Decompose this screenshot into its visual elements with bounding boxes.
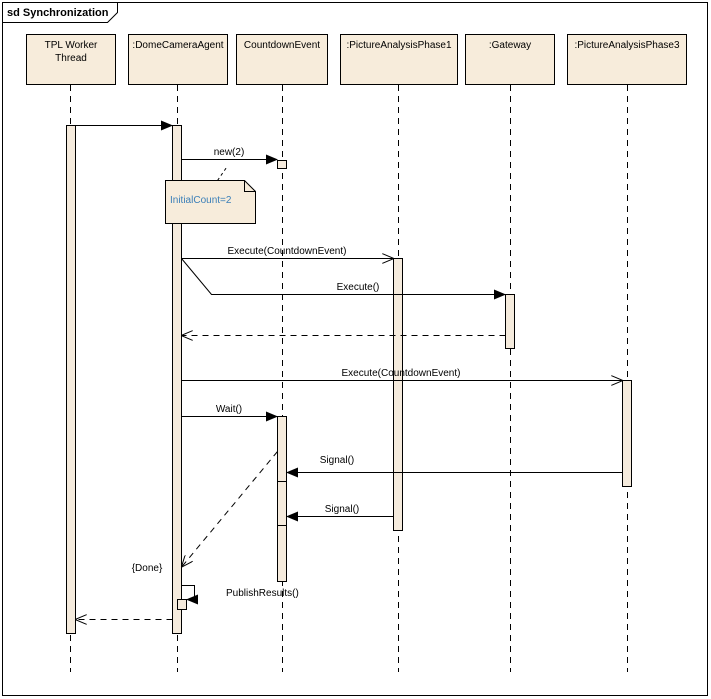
activation-dividers: [277, 481, 287, 526]
message-exec1-label: Execute(CountdownEvent): [228, 246, 347, 257]
activation-bar-pap3: [622, 380, 632, 487]
message-labels: new(2) Execute(CountdownEvent) Execute()…: [132, 147, 461, 599]
message-exec-gateway-label: Execute(): [337, 282, 380, 293]
activation-bar-countdown-wait: [277, 416, 287, 582]
frame-title: sd Synchronization: [7, 7, 109, 19]
activation-bar-tpl: [66, 125, 76, 634]
lifeline-box: [26, 34, 116, 85]
lifeline-label: Thread: [55, 53, 87, 64]
activation-bar-dome: [172, 125, 182, 634]
message-exec3-label: Execute(CountdownEvent): [342, 368, 461, 379]
lifeline-box: [340, 34, 458, 85]
lifeline-label: TPL Worker: [45, 40, 98, 51]
lifeline-tpl: TPL Worker Thread: [26, 34, 116, 85]
lifeline-pap3: :PictureAnalysisPhase3: [567, 34, 687, 85]
lifeline-label: :PictureAnalysisPhase3: [574, 40, 679, 51]
activation-bar-gateway: [505, 294, 515, 349]
lifeline-box: [567, 34, 687, 85]
frame-title-tab: [2, 2, 118, 23]
lifeline-countdown: CountdownEvent: [236, 34, 328, 85]
message-publish-label: PublishResults(): [226, 588, 299, 599]
lifeline-label: :DomeCameraAgent: [132, 40, 223, 51]
message-signal1-label: Signal(): [320, 455, 354, 466]
message-wait-label: Wait(): [216, 404, 242, 415]
lifeline-label: CountdownEvent: [244, 40, 320, 51]
lifeline-label: :PictureAnalysisPhase1: [346, 40, 451, 51]
message-new-label: new(2): [214, 147, 245, 158]
message-exec-gateway-arrow: [181, 258, 506, 300]
lifeline-box: [236, 34, 328, 85]
lifeline-pap1: :PictureAnalysisPhase1: [340, 34, 458, 85]
message-publish-arrow: [181, 585, 198, 605]
note-text: InitialCount=2: [170, 195, 232, 206]
activation-bar-countdown-created: [277, 160, 287, 169]
activation-bars: [66, 125, 632, 634]
messages: [76, 120, 623, 620]
note-shape: [165, 180, 256, 224]
lifeline-box: [465, 34, 555, 85]
activation-bar-pap1: [393, 258, 403, 531]
message-done-arrow: [182, 451, 278, 567]
note-initial-count: InitialCount=2: [165, 180, 256, 224]
note-connector: [217, 167, 227, 181]
note-fold: [244, 180, 256, 192]
lifeline-gateway: :Gateway: [465, 34, 555, 85]
message-done-label: {Done}: [132, 563, 163, 574]
lifeline-label: :Gateway: [489, 40, 531, 51]
lifeline-dome: :DomeCameraAgent: [128, 34, 228, 85]
message-signal2-label: Signal(): [325, 504, 359, 515]
lifeline-box: [128, 34, 228, 85]
activation-bar-dome-publish: [177, 599, 187, 610]
